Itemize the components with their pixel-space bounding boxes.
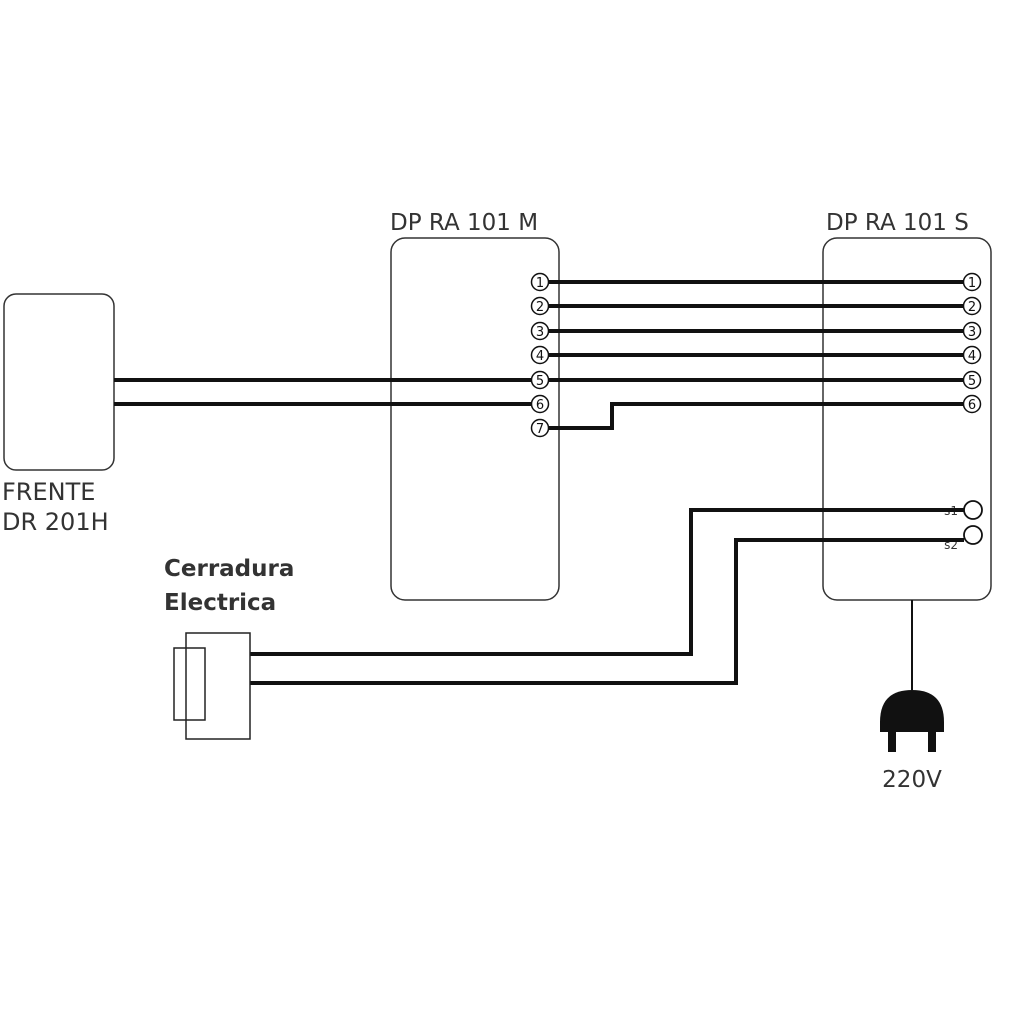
slave-terminal-5: 5 [962, 370, 982, 390]
master-terminal-3: 3 [530, 321, 550, 341]
master-box [390, 237, 560, 601]
slave-terminal-6: 6 [962, 394, 982, 414]
slave-terminal-2: 2 [962, 296, 982, 316]
svg-text:5: 5 [968, 374, 976, 389]
svg-text:1: 1 [968, 276, 976, 291]
svg-text:3: 3 [536, 325, 544, 340]
slave-terminal-1: 1 [962, 272, 982, 292]
power-plug-icon [880, 690, 944, 752]
svg-text:2: 2 [968, 300, 976, 315]
frente-box [3, 293, 115, 471]
master-terminal-5: 5 [530, 370, 550, 390]
frente-label-line2: DR 201H [2, 508, 109, 536]
master-terminal-1: 1 [530, 272, 550, 292]
svg-text:7: 7 [536, 422, 544, 437]
electric-lock-icon [173, 632, 251, 740]
master-terminal-7: 7 [530, 418, 550, 438]
slave-box [822, 237, 992, 601]
frente-label-line1: FRENTE [2, 478, 95, 506]
svg-text:6: 6 [968, 398, 976, 413]
slave-terminal-4: 4 [962, 345, 982, 365]
wire-lock-s2 [250, 538, 964, 685]
svg-text:1: 1 [536, 276, 544, 291]
svg-text:4: 4 [968, 349, 976, 364]
slave-label: DP RA 101 S [826, 210, 969, 236]
master-terminal-2: 2 [530, 296, 550, 316]
svg-text:6: 6 [536, 398, 544, 413]
svg-text:2: 2 [536, 300, 544, 315]
master-label: DP RA 101 M [390, 210, 538, 236]
svg-text:3: 3 [968, 325, 976, 340]
master-terminal-4: 4 [530, 345, 550, 365]
wire-bus-7-to-6 [548, 402, 964, 430]
slave-aux-s1-terminal [963, 500, 983, 520]
lock-label-line1: Cerradura [164, 556, 294, 582]
slave-aux-s2-terminal [963, 525, 983, 545]
wire-lock-s1 [250, 508, 964, 656]
power-label: 220V [882, 767, 942, 793]
svg-text:4: 4 [536, 349, 544, 364]
svg-text:5: 5 [536, 374, 544, 389]
slave-terminal-3: 3 [962, 321, 982, 341]
lock-label-line2: Electrica [164, 590, 276, 616]
master-terminal-6: 6 [530, 394, 550, 414]
